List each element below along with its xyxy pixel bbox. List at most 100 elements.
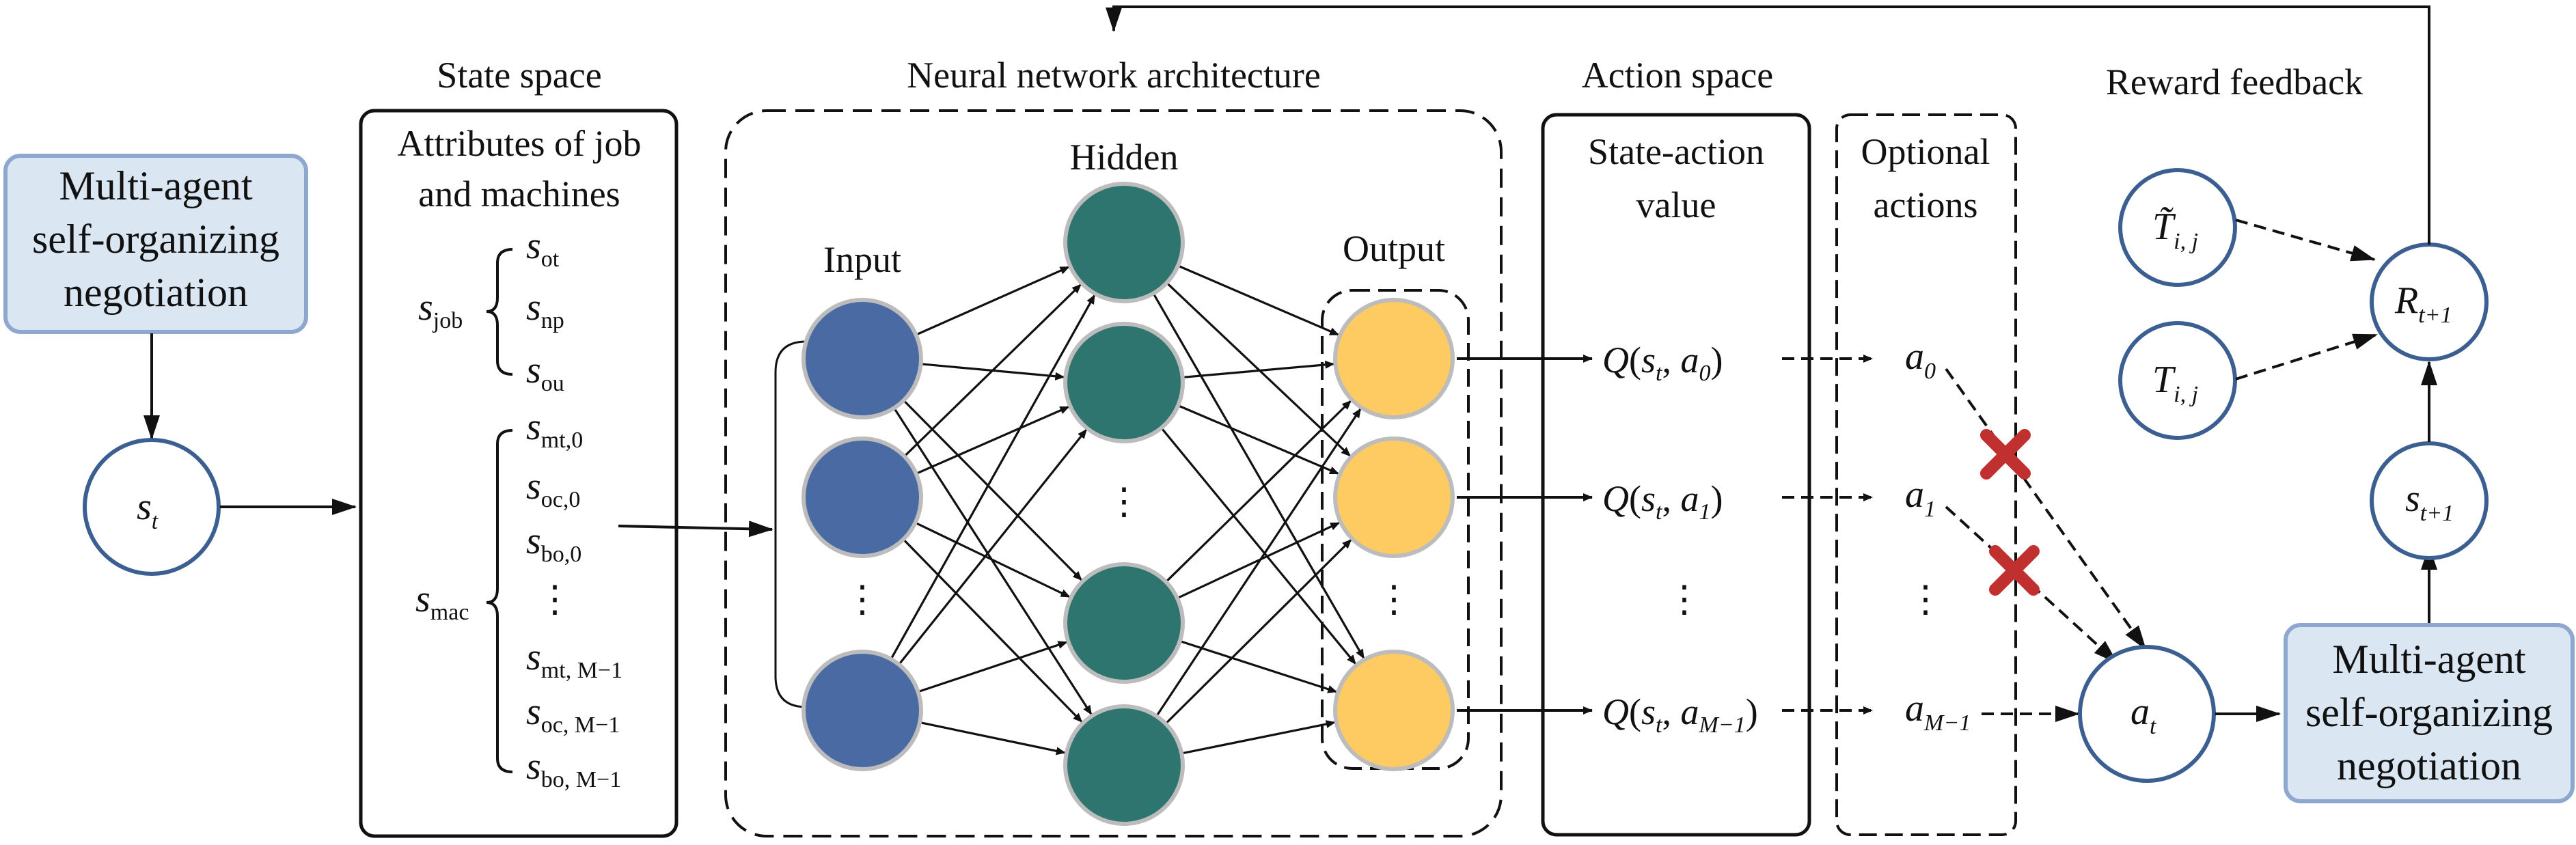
s-mac-label: smac xyxy=(415,578,469,625)
network-edges xyxy=(890,264,1365,756)
edge-hidden0-output0 xyxy=(1177,264,1340,336)
mac-ellipsis: ⋮ xyxy=(536,579,573,620)
optional-action-1: a1 xyxy=(1905,473,1936,522)
reject-cross-1 xyxy=(1989,545,2040,596)
edge-input1-hidden0 xyxy=(903,283,1082,458)
s-mac-brace xyxy=(486,429,513,773)
state-box-title-line2: and machines xyxy=(418,174,620,214)
q-values: Q(st, a0) Q(st, a1) Q(st, aM−1) xyxy=(1602,340,1758,738)
edge-input0-hidden2 xyxy=(903,400,1083,581)
negotiation-box-left: Multi-agent self-organizing negotiation xyxy=(3,154,308,334)
edge-hidden2-output1 xyxy=(1177,521,1341,600)
edge-hidden3-output0 xyxy=(1155,408,1362,717)
q-value-0: Q(st, a0) xyxy=(1602,340,1723,386)
edge-hidden1-output2 xyxy=(1160,427,1357,665)
edge-hidden1-output1 xyxy=(1177,404,1339,475)
optional-actions-box: Optional actions a0 a1 aM−1 ⋮ xyxy=(1835,113,2017,836)
action-space-box: State-action value Q(st, a0)Q(st, a1)Q(s… xyxy=(1541,113,1811,837)
t-node-label: Ti, j xyxy=(2152,359,2198,407)
negotiation-left-line3: negotiation xyxy=(64,270,248,315)
mac-item-2: sbo,0 xyxy=(526,520,581,567)
negotiation-right-line1: Multi-agent xyxy=(2332,637,2526,682)
action-space-title: Action space xyxy=(1582,55,1773,96)
edge-input0-hidden3 xyxy=(893,407,1093,715)
arrow-a0-to-at xyxy=(1945,368,2147,650)
output-node-0 xyxy=(1333,298,1455,419)
hidden-node-1 xyxy=(1063,322,1185,443)
s-job-brace xyxy=(486,248,513,376)
next-state-node: st+1 xyxy=(2370,441,2489,560)
edge-hidden3-output2 xyxy=(1181,720,1336,755)
t-tilde-node-label: T̃i, j xyxy=(2152,206,2198,254)
q-value-2: Q(st, aM−1) xyxy=(1602,691,1758,738)
state-box-title-line1: Attributes of job xyxy=(398,123,642,164)
optional-box-title-line1: Optional xyxy=(1861,131,1990,172)
hidden-node-2 xyxy=(1063,562,1185,684)
reward-node-label: Rt+1 xyxy=(2394,279,2452,328)
arrow-statebox-to-network xyxy=(618,521,773,538)
state-space-box: Attributes of job and machines sjob sots… xyxy=(359,109,679,838)
mac-item-1: soc,0 xyxy=(526,465,580,512)
q-ellipsis: ⋮ xyxy=(1666,579,1703,620)
state-node-label: st xyxy=(137,486,159,534)
neural-network-title: Neural network architecture xyxy=(907,55,1321,96)
input-ellipsis: ⋮ xyxy=(844,579,881,620)
job-item-0: sot xyxy=(526,225,560,272)
q-value-1: Q(st, a1) xyxy=(1602,478,1723,525)
reward-feedback-title: Reward feedback xyxy=(2106,61,2363,102)
neural-network-box: Input Hidden Output ⋮ ⋮ ⋮ xyxy=(724,109,1503,837)
negotiation-left-line1: Multi-agent xyxy=(59,163,253,208)
input-node-2 xyxy=(801,650,923,771)
t-tilde-node: T̃i, j xyxy=(2118,168,2237,287)
edge-input1-hidden3 xyxy=(902,538,1083,723)
output-node-2 xyxy=(1333,650,1455,771)
state-space-title: State space xyxy=(437,55,601,96)
optional-action-2: aM−1 xyxy=(1905,687,1971,736)
arrow-t-to-reward xyxy=(2235,333,2378,380)
job-item-1: snp xyxy=(526,286,564,333)
optional-action-0: a0 xyxy=(1905,335,1936,384)
input-node-1 xyxy=(801,437,923,558)
job-item-2: sou xyxy=(526,349,564,396)
mac-item-6: sbo, M−1 xyxy=(526,745,621,792)
edge-hidden2-output0 xyxy=(1165,400,1352,583)
rejected-action-crosses xyxy=(1980,429,2040,596)
edge-input0-hidden0 xyxy=(915,266,1070,336)
reward-node: Rt+1 xyxy=(2370,243,2489,361)
negotiation-box-right: Multi-agent self-organizing negotiation xyxy=(2284,623,2575,803)
action-node: at xyxy=(2078,645,2216,783)
optional-ellipsis: ⋮ xyxy=(1907,579,1944,620)
edge-input1-hidden2 xyxy=(914,521,1071,598)
arrow-ttilde-to-reward xyxy=(2235,219,2376,262)
hidden-layer-label: Hidden xyxy=(1070,137,1179,178)
edge-hidden1-output0 xyxy=(1182,360,1335,379)
optional-actions: a0 a1 aM−1 xyxy=(1905,335,1971,736)
output-node-1 xyxy=(1333,437,1455,558)
edge-input2-hidden2 xyxy=(918,641,1068,693)
input-layer-label: Input xyxy=(823,239,901,280)
state-node: st xyxy=(83,438,221,576)
output-group-box xyxy=(1321,289,1470,770)
edge-input2-hidden1 xyxy=(898,428,1088,665)
network-nodes xyxy=(801,182,1455,826)
output-ellipsis: ⋮ xyxy=(1375,579,1412,620)
negotiation-left-line2: self-organizing xyxy=(32,217,279,262)
feedback-loop-arrow xyxy=(1106,5,2430,245)
edge-hidden3-output1 xyxy=(1164,538,1352,725)
optional-box-title-line2: actions xyxy=(1874,184,1978,225)
edge-hidden0-output2 xyxy=(1152,292,1365,659)
s-job-label: sjob xyxy=(418,286,463,333)
edge-input2-hidden3 xyxy=(919,721,1066,756)
next-state-node-label: st+1 xyxy=(2405,477,2454,526)
hidden-ellipsis: ⋮ xyxy=(1106,481,1142,522)
edge-hidden0-output1 xyxy=(1166,281,1352,457)
edge-hidden2-output2 xyxy=(1179,639,1338,693)
t-node: Ti, j xyxy=(2118,321,2237,440)
action-box-title-line2: value xyxy=(1636,184,1716,225)
edge-input1-hidden1 xyxy=(916,405,1070,475)
mac-item-5: soc, M−1 xyxy=(526,691,620,738)
output-layer-label: Output xyxy=(1343,228,1445,269)
job-items: sot snp sou xyxy=(526,225,564,396)
